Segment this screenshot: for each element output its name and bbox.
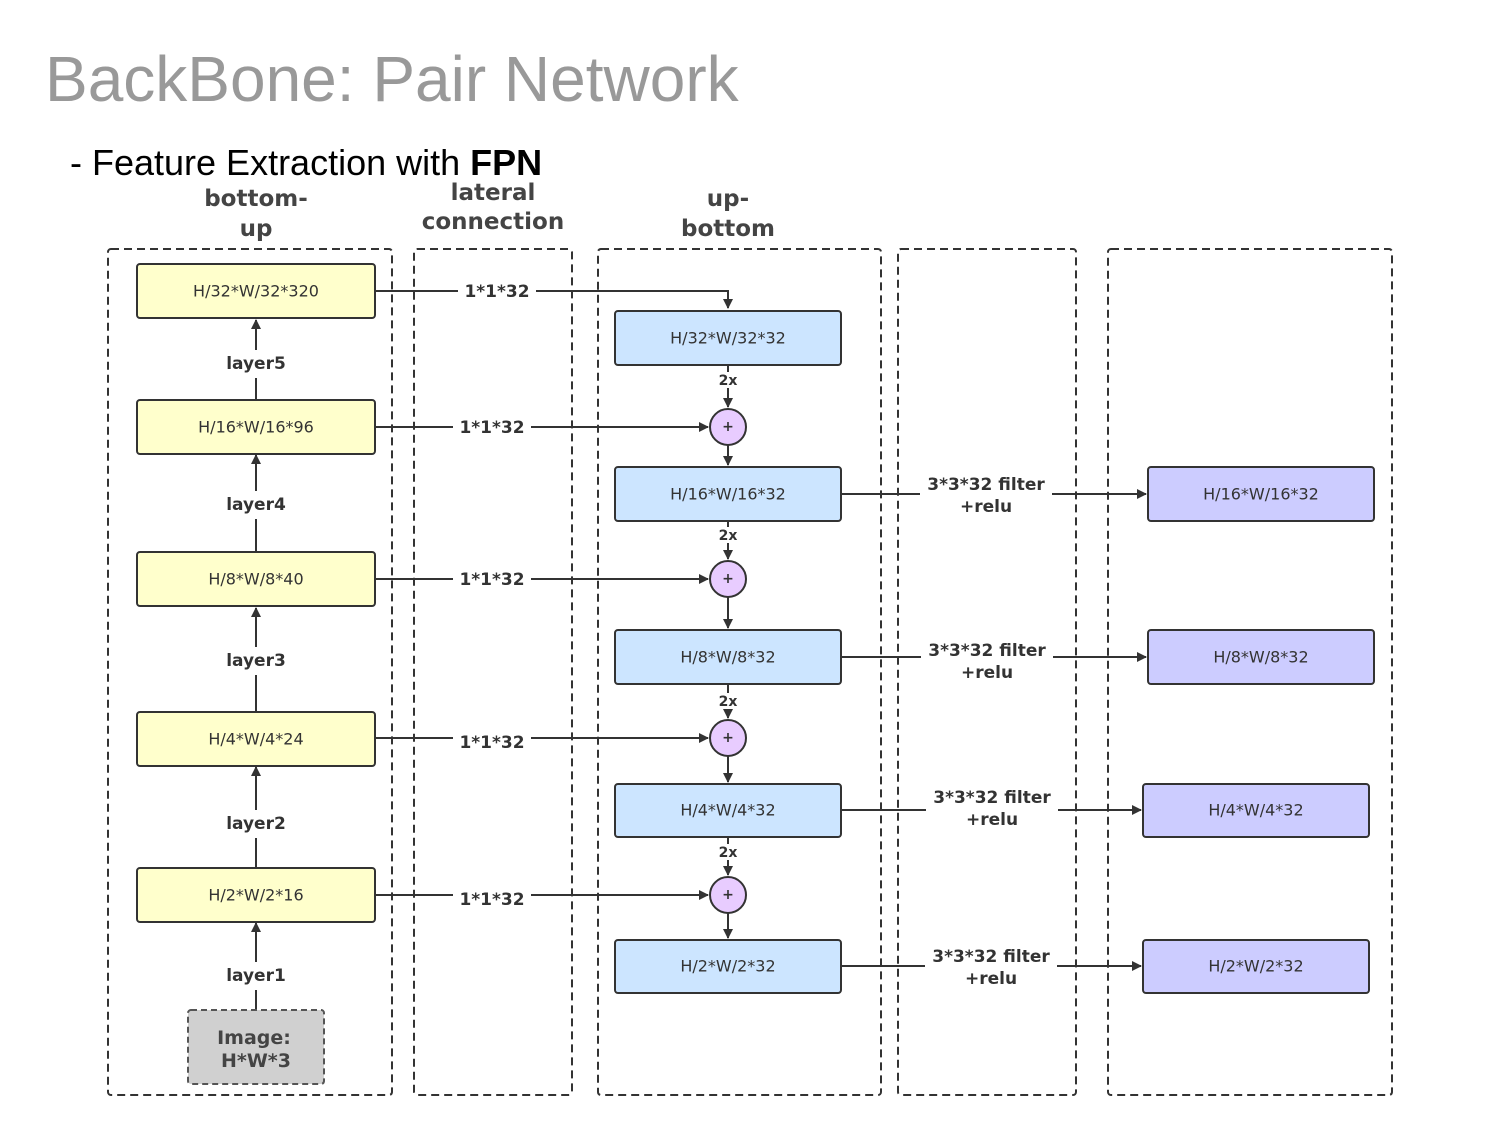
lateral-container bbox=[413, 248, 573, 1096]
header-lateral-line1: lateral bbox=[451, 180, 536, 206]
layer1-label: layer1 bbox=[226, 966, 286, 986]
filter-label-2-line1: 3*3*32 filter bbox=[928, 641, 1046, 661]
output-node-1-label: H/16*W/16*32 bbox=[1203, 485, 1319, 504]
lateral-label-2: 1*1*32 bbox=[459, 418, 524, 438]
upsample-label-3: 2x bbox=[719, 694, 738, 710]
output-node-4 bbox=[1142, 939, 1370, 994]
layer5-label: layer5 bbox=[226, 354, 286, 374]
upsample-label-3-bg bbox=[716, 693, 740, 709]
bottom-up-node-1-label: H/32*W/32*320 bbox=[193, 282, 319, 301]
header-up-bottom-line1: up- bbox=[707, 186, 749, 212]
upsample-label-1: 2x bbox=[719, 373, 738, 389]
up-bottom-node-1-label: H/32*W/32*32 bbox=[670, 329, 786, 348]
output-node-4-label: H/2*W/2*32 bbox=[1208, 957, 1303, 976]
layer3-label: layer3 bbox=[226, 651, 286, 671]
header-lateral-line2: connection bbox=[422, 209, 564, 235]
filter-label-3-line1: 3*3*32 filter bbox=[933, 788, 1051, 808]
output-node-2-label: H/8*W/8*32 bbox=[1213, 648, 1308, 667]
lateral-label-3-bg bbox=[453, 569, 531, 589]
output-node-1 bbox=[1147, 466, 1375, 522]
filter-label-1-line2: +relu bbox=[960, 497, 1012, 517]
lateral-label-1-bg bbox=[458, 281, 536, 301]
subtitle-prefix: - Feature Extraction with bbox=[70, 142, 471, 183]
output-container bbox=[1107, 248, 1393, 1096]
upsample-label-2: 2x bbox=[719, 528, 738, 544]
subtitle-bold: FPN bbox=[470, 142, 543, 183]
up-bottom-node-5-label: H/2*W/2*32 bbox=[680, 957, 775, 976]
header-bottom-up-line1: bottom- bbox=[204, 186, 308, 212]
lateral-label-5: 1*1*32 bbox=[459, 890, 524, 910]
add-node-2 bbox=[709, 560, 747, 598]
upsample-label-4-bg bbox=[716, 844, 740, 860]
filter-label-4-bg bbox=[925, 946, 1057, 990]
bottom-up-node-4-label: H/4*W/4*24 bbox=[208, 730, 303, 749]
lateral-label-3: 1*1*32 bbox=[459, 570, 524, 590]
image-node bbox=[187, 1009, 325, 1085]
image-node-line1: Image: bbox=[217, 1027, 291, 1049]
filter-label-2-line2: +relu bbox=[961, 663, 1013, 683]
output-node-3-label: H/4*W/4*32 bbox=[1208, 801, 1303, 820]
bottom-up-node-2-label: H/16*W/16*96 bbox=[198, 418, 314, 437]
add-node-1-symbol: + bbox=[722, 419, 734, 435]
lateral-arrow-1 bbox=[375, 290, 733, 309]
header-bottom-up-line2: up bbox=[240, 216, 273, 242]
bottom-up-node-3-label: H/8*W/8*40 bbox=[208, 570, 303, 589]
output-node-2 bbox=[1147, 629, 1375, 685]
up-bottom-node-3-label: H/8*W/8*32 bbox=[680, 648, 775, 667]
up-bottom-node-2-label: H/16*W/16*32 bbox=[670, 485, 786, 504]
lateral-label-1: 1*1*32 bbox=[464, 282, 529, 302]
filter-label-1-bg bbox=[920, 474, 1052, 518]
slide-subtitle: - Feature Extraction with FPN bbox=[70, 142, 542, 184]
header-up-bottom-line2: bottom bbox=[681, 216, 775, 242]
filter-label-1-line1: 3*3*32 filter bbox=[927, 475, 1045, 495]
bottom-up-container bbox=[107, 248, 393, 1096]
lateral-label-4-bg bbox=[453, 732, 531, 752]
filter-label-3-line2: +relu bbox=[966, 810, 1018, 830]
lateral-label-2-bg bbox=[453, 417, 531, 437]
output-node-3 bbox=[1142, 783, 1370, 838]
add-node-4-symbol: + bbox=[722, 887, 734, 903]
add-node-3-symbol: + bbox=[722, 730, 734, 746]
up-bottom-container bbox=[597, 248, 882, 1096]
slide-title: BackBone: Pair Network bbox=[45, 43, 739, 115]
add-node-1 bbox=[709, 408, 747, 446]
layer2-label: layer2 bbox=[226, 814, 286, 834]
filter-label-4-line2: +relu bbox=[965, 969, 1017, 989]
filter-label-4-line1: 3*3*32 filter bbox=[932, 947, 1050, 967]
lateral-label-4: 1*1*32 bbox=[459, 733, 524, 753]
add-node-4 bbox=[709, 876, 747, 914]
add-node-2-symbol: + bbox=[722, 571, 734, 587]
up-bottom-node-1 bbox=[614, 310, 842, 366]
upsample-label-1-bg bbox=[716, 372, 740, 388]
image-node-line2: H*W*3 bbox=[221, 1050, 291, 1072]
filter-label-3-bg bbox=[926, 787, 1058, 831]
upsample-label-4: 2x bbox=[719, 845, 738, 861]
lateral-label-5-bg bbox=[453, 889, 531, 909]
up-bottom-node-4-label: H/4*W/4*32 bbox=[680, 801, 775, 820]
add-node-3 bbox=[709, 719, 747, 757]
upsample-label-2-bg bbox=[716, 527, 740, 543]
bottom-up-node-5-label: H/2*W/2*16 bbox=[208, 886, 303, 905]
filter-container bbox=[897, 248, 1077, 1096]
filter-label-2-bg bbox=[921, 640, 1053, 684]
layer4-label: layer4 bbox=[226, 495, 286, 515]
